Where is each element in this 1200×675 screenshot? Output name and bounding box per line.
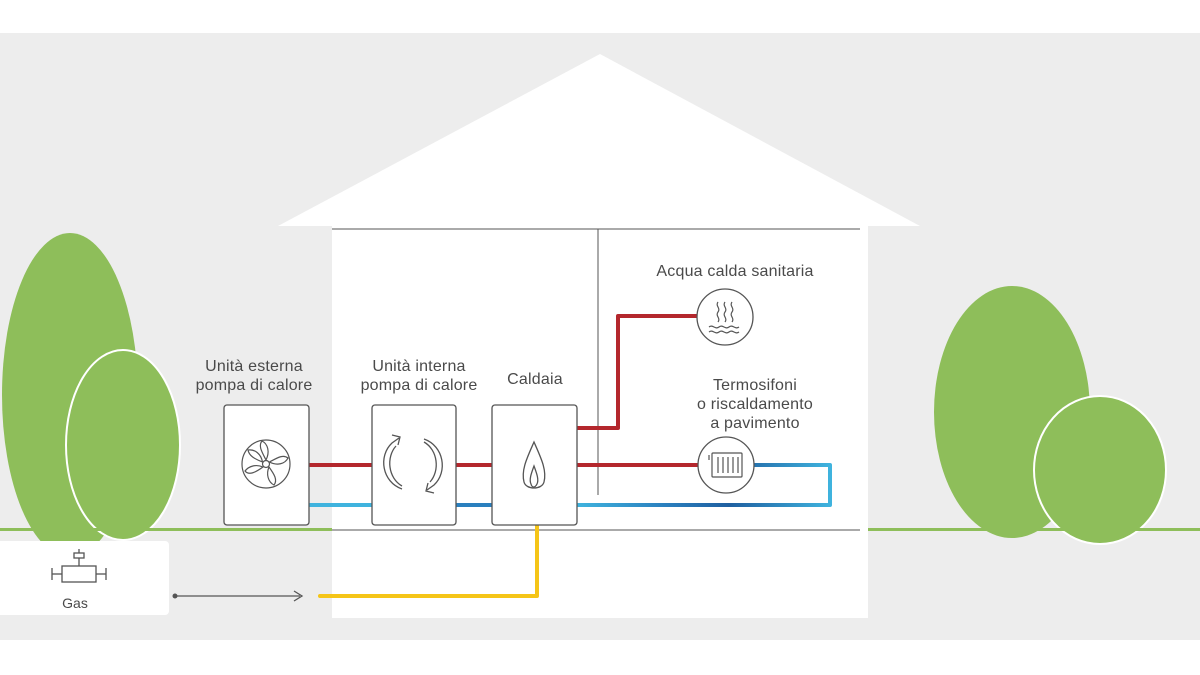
tree-left-front xyxy=(65,349,181,541)
label-outdoor-unit-line2: pompa di calore xyxy=(195,377,313,394)
label-hot-water: Acqua calda sanitaria xyxy=(630,262,840,281)
gas-arrow xyxy=(172,590,304,602)
label-indoor-unit-line1: Unità interna xyxy=(372,358,466,375)
fan-icon xyxy=(241,439,291,489)
label-radiators: Termosifoni o riscaldamento a pavimento xyxy=(670,376,840,433)
label-outdoor-unit-line1: Unità esterna xyxy=(205,358,303,375)
tree-right-front xyxy=(1033,395,1167,545)
gas-valve-icon xyxy=(51,549,107,583)
house xyxy=(278,54,920,618)
house-roof xyxy=(278,54,920,226)
radiator-icon xyxy=(708,452,743,478)
label-hot-water-line1: Acqua calda sanitaria xyxy=(656,263,814,280)
label-radiators-line3: a pavimento xyxy=(710,415,800,432)
label-radiators-line2: o riscaldamento xyxy=(697,396,813,413)
label-boiler: Caldaia xyxy=(490,370,580,389)
hot-water-icon xyxy=(696,288,754,346)
label-boiler-line1: Caldaia xyxy=(507,371,563,388)
pipes xyxy=(308,314,832,598)
label-outdoor-unit: Unità esterna pompa di calore xyxy=(180,357,328,395)
label-radiators-line1: Termosifoni xyxy=(712,377,797,394)
radiator-circle xyxy=(697,436,755,494)
label-indoor-unit: Unità interna pompa di calore xyxy=(345,357,493,395)
label-gas: Gas xyxy=(62,595,88,611)
circular-arrows-icon xyxy=(383,434,443,494)
outdoor-unit xyxy=(223,404,310,526)
gas-box xyxy=(0,541,169,615)
gas-pipe xyxy=(318,524,539,598)
hot-pipe-hot-water xyxy=(575,314,699,430)
boiler xyxy=(491,404,578,526)
indoor-unit xyxy=(371,404,457,526)
flame-icon xyxy=(522,440,546,489)
steam-waves-icon xyxy=(708,301,740,334)
label-indoor-unit-line2: pompa di calore xyxy=(360,377,478,394)
cold-pipe-return xyxy=(575,463,832,507)
